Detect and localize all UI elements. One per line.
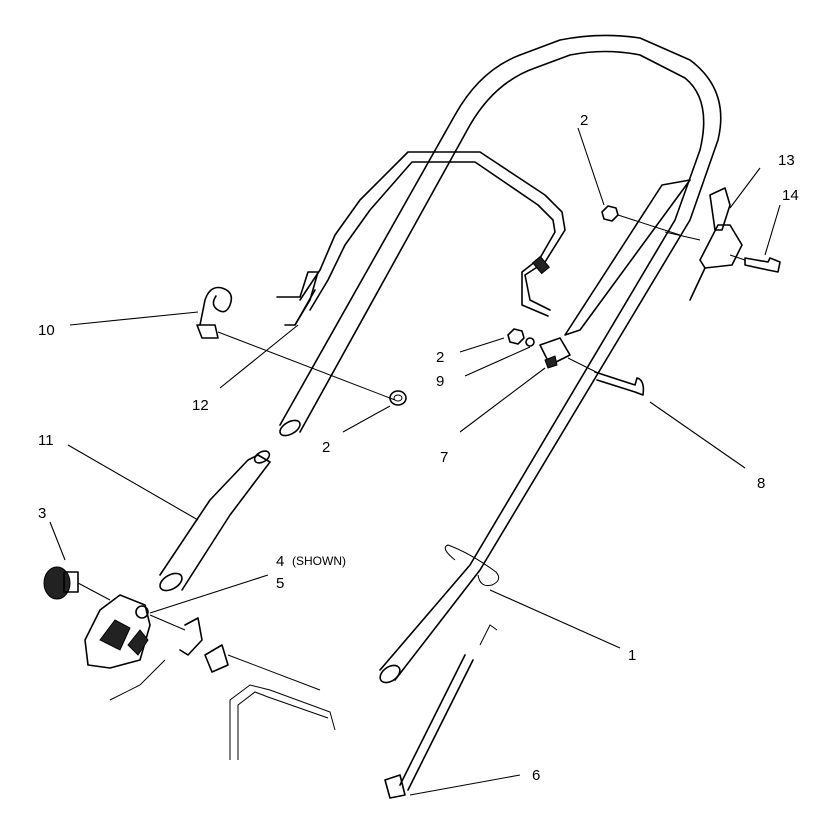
callout-2-middle: 2 — [436, 349, 444, 366]
callout-1: 1 — [628, 647, 636, 664]
nut-lower — [389, 390, 407, 406]
callout-5: 5 — [276, 575, 284, 592]
callout-4-note: (SHOWN) — [292, 554, 346, 568]
callout-11: 11 — [38, 432, 54, 449]
handle-knob — [43, 566, 111, 601]
callout-8: 8 — [757, 475, 765, 492]
callout-10: 10 — [38, 322, 55, 339]
control-cable — [384, 624, 498, 799]
callout-2-lower: 2 — [322, 439, 330, 456]
callout-14: 14 — [782, 187, 799, 204]
upper-handle — [279, 34, 722, 684]
leader-lines — [49, 127, 781, 796]
handle-bracket — [564, 179, 691, 336]
handle-mount-bracket — [84, 594, 151, 669]
nut-middle — [507, 328, 535, 347]
wire-clip — [196, 286, 396, 401]
callout-labels: 1 2 2 2 3 4 (SHOWN) 5 6 7 8 9 10 11 12 1… — [38, 112, 799, 784]
throttle-bolt — [729, 254, 781, 273]
lower-handle-tube — [159, 450, 271, 592]
throttle-control — [664, 187, 743, 301]
callout-2-upper: 2 — [580, 112, 588, 129]
callout-12: 12 — [192, 397, 209, 414]
mower-deck-fragment — [109, 614, 336, 760]
callout-3: 3 — [38, 505, 46, 522]
callout-7: 7 — [440, 449, 448, 466]
callout-13: 13 — [778, 152, 795, 169]
nut-upper — [601, 205, 681, 236]
callout-4: 4 — [276, 553, 284, 570]
cable-clamp — [539, 337, 571, 369]
callout-9: 9 — [436, 373, 444, 390]
control-bail — [276, 151, 566, 326]
callout-6: 6 — [532, 767, 540, 784]
carriage-bolt — [567, 357, 645, 396]
